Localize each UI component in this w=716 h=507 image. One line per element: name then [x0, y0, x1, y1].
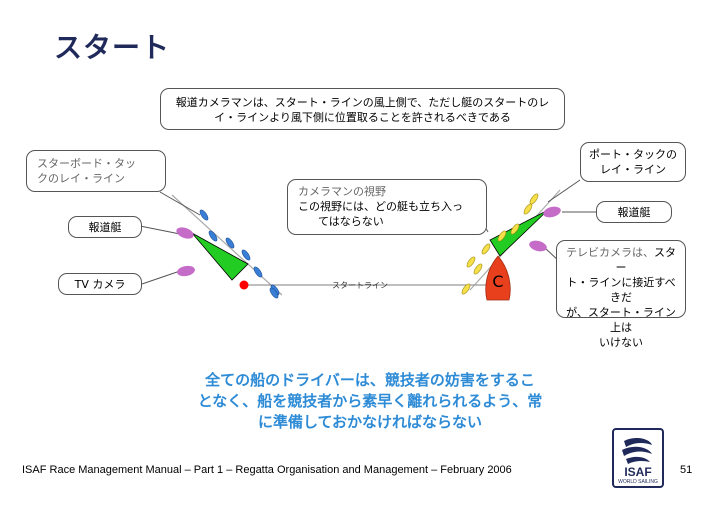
cameraman-callout: カメラマンの視野 この視野には、どの艇も立ち入っ てはならない [287, 179, 487, 235]
starboard-callout-line2: クのレイ・ライン [37, 172, 125, 185]
committee-boat [485, 255, 511, 301]
pin-buoy [239, 280, 249, 290]
leader-press-left [139, 225, 181, 235]
port-callout-line1: ポート・タックの [589, 148, 677, 161]
press-boat-left [176, 227, 194, 239]
tv-camera-label: TV カメラ [74, 278, 126, 291]
leader-starboard [159, 191, 201, 216]
driver-note-line1: 全ての船のドライバーは、競技者の妨害をするこ [205, 371, 535, 389]
port-callout-line2: レイ・ライン [600, 163, 666, 176]
committee-boat-label: C [492, 272, 504, 291]
press-boat-right [543, 206, 561, 218]
driver-note-line2: となく、船を競技者から素早く離れられるよう、常 [197, 392, 543, 410]
driver-note: 全ての船のドライバーは、競技者の妨害をするこ となく、船を競技者から素早く離れら… [170, 370, 570, 433]
leader-port [547, 179, 581, 203]
tv-camera-boat-right [529, 240, 547, 252]
press-boat-right-label: 報道艇 [617, 206, 651, 219]
start-line-label: スタートライン [332, 281, 388, 290]
top-callout-line1: 報道カメラマンは、スタート・ラインの風上側で、ただし艇のスタートのレ [175, 96, 550, 109]
tv-camera-right-callout: テレビカメラは、スター ト・ラインに接近すべきだ が、スタート・ライン上は いけ… [556, 240, 686, 349]
press-boat-left-label: 報道艇 [88, 221, 122, 234]
camera-field-left [191, 232, 249, 281]
tv-callout-line2: ト・ラインに接近すべきだ [566, 276, 676, 304]
competitors-right [461, 193, 539, 295]
driver-note-line3: に準備しておかなければならない [257, 413, 483, 431]
top-callout-line2: イ・ラインより風下側に位置取ることを許されるべきである [214, 111, 511, 124]
isaf-logo-mark-icon [622, 438, 652, 464]
press-boat-right-callout: 報道艇 [596, 201, 672, 223]
tv-camera-callout: TV カメラ [58, 273, 142, 295]
leader-tv [141, 270, 181, 285]
tv-camera-boat [177, 265, 195, 277]
tv-callout-line1: テレビカメラは、スター [561, 245, 681, 275]
tv-callout-line1-black: スター [615, 246, 677, 274]
port-layline-callout: ポート・タックの レイ・ライン [580, 142, 686, 182]
competitors-left [199, 209, 280, 299]
page-number: 51 [680, 464, 693, 476]
tv-callout-line1-gray: テレビカメラは、 [566, 246, 654, 259]
cameraman-callout-title: カメラマンの視野 [298, 185, 386, 198]
slide-title: スタート [54, 31, 171, 64]
isaf-logo: ISAF WORLD SAILING [612, 428, 664, 488]
cameraman-callout-line2: てはならない [318, 215, 384, 228]
top-callout: 報道カメラマンは、スタート・ラインの風上側で、ただし艇のスタートのレ イ・ライン… [160, 88, 565, 130]
starboard-callout-line1: スターボード・タッ [37, 157, 136, 170]
press-boat-left-callout: 報道艇 [68, 216, 142, 238]
footer-text: ISAF Race Management Manual – Part 1 – R… [22, 464, 512, 476]
logo-text: ISAF [624, 465, 652, 479]
starboard-layline-callout: スターボード・タッ クのレイ・ライン [26, 150, 166, 192]
tv-callout-line3: が、スタート・ライン上は [566, 306, 676, 334]
tv-callout-line4: いけない [599, 336, 643, 349]
starboard-layline [171, 194, 283, 296]
cameraman-callout-line1: この視野には、どの艇も立ち入っ [298, 200, 463, 213]
logo-subtext: WORLD SAILING [618, 479, 658, 485]
